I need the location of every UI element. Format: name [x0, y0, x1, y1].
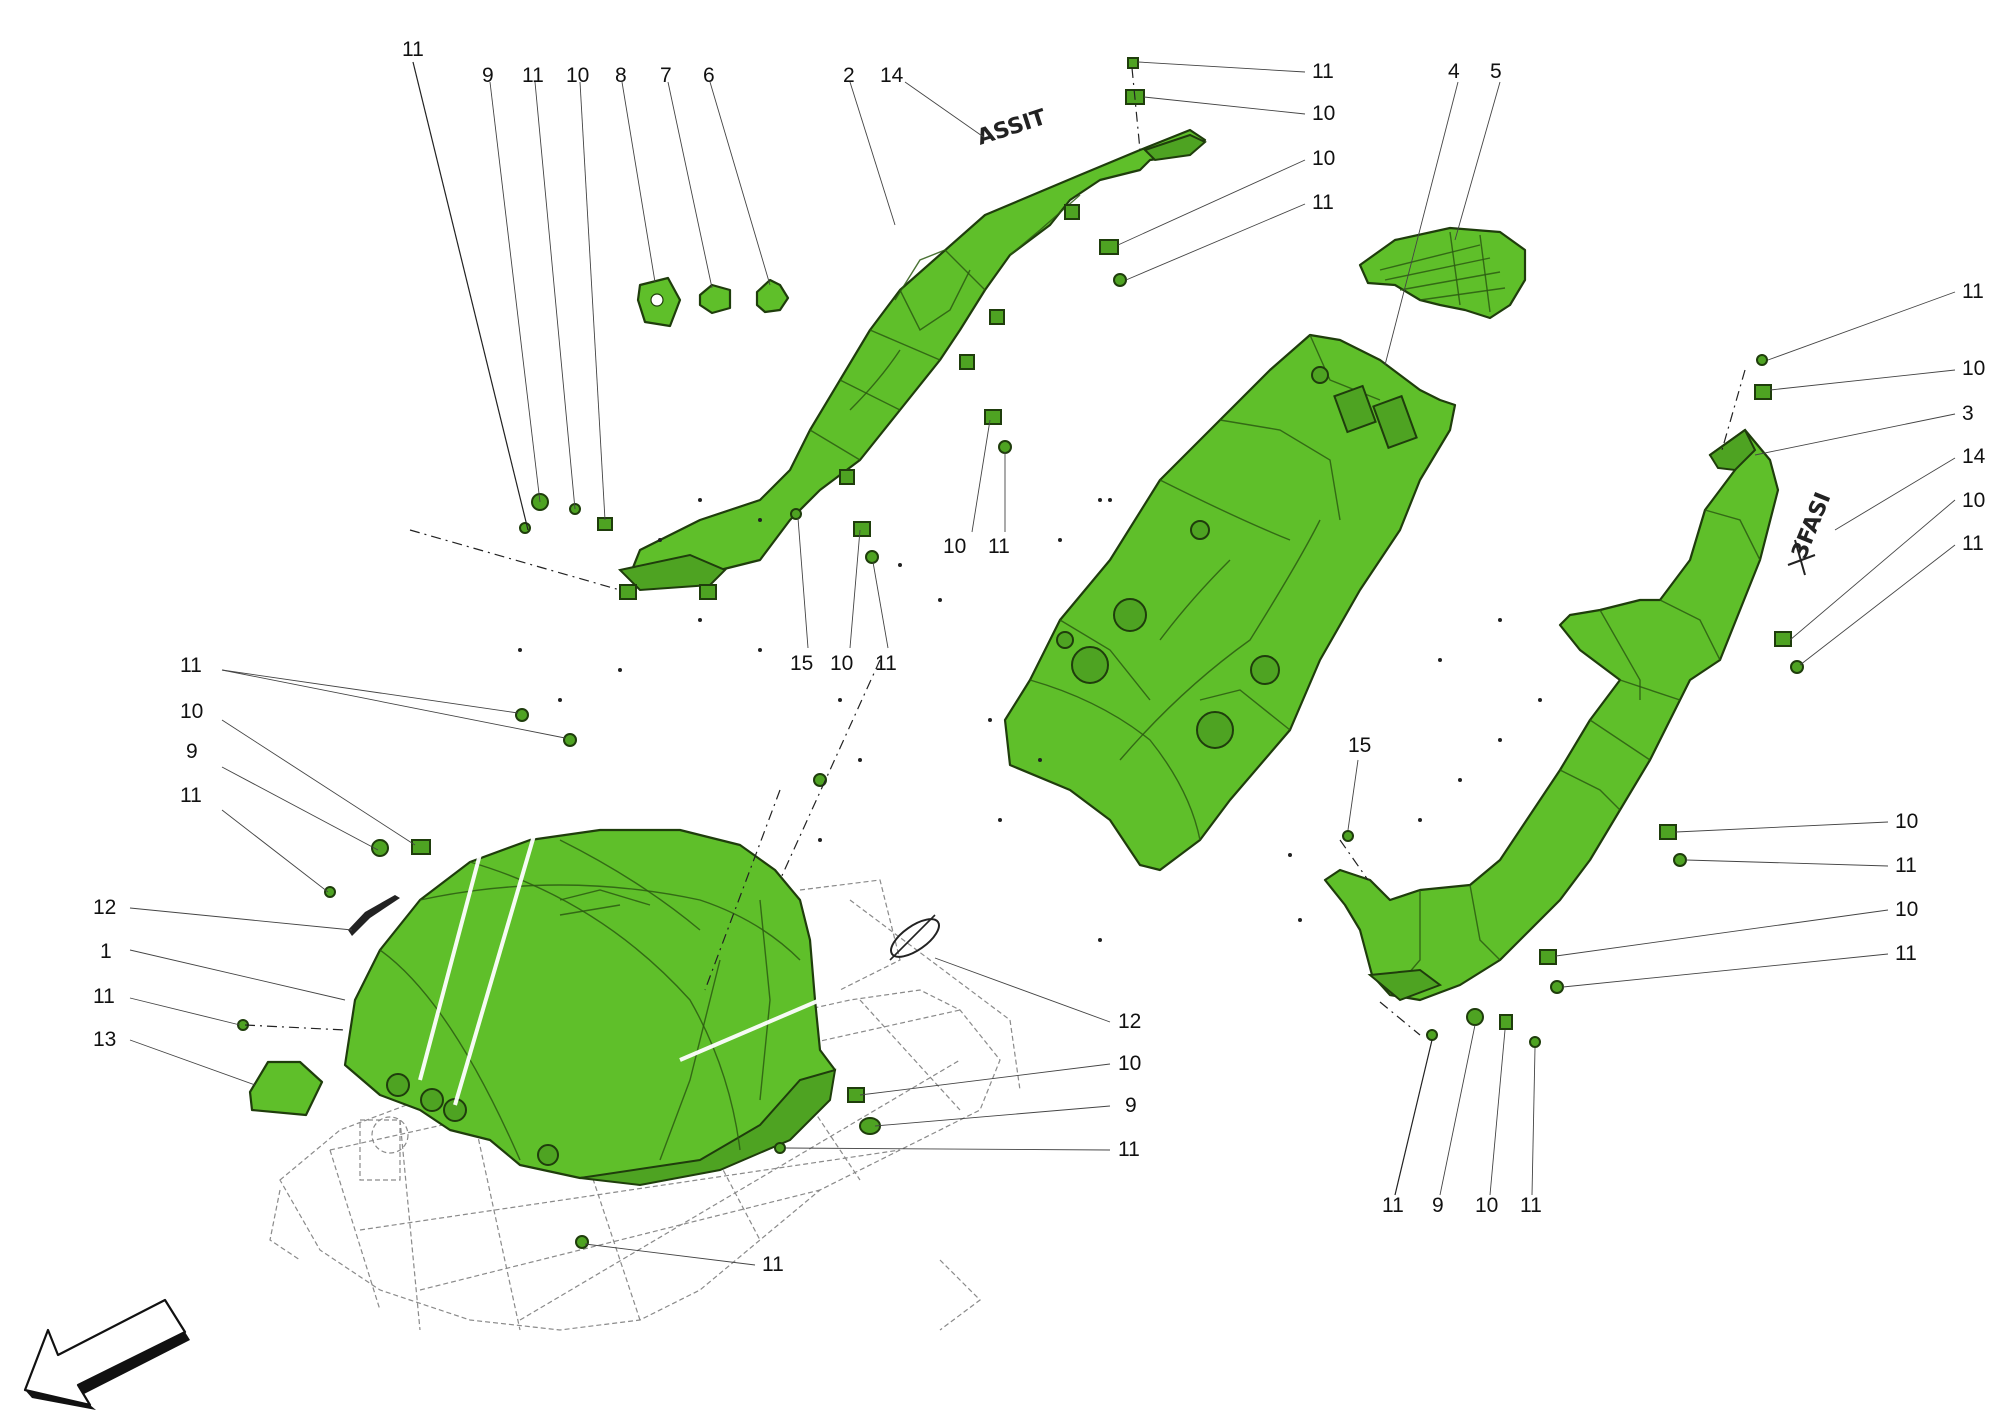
- part-12-logo-icon: [890, 918, 940, 958]
- callout-label: 11: [1118, 1138, 1140, 1161]
- part-2-left-fairing: [617, 128, 1207, 600]
- callout-label: 10: [943, 535, 966, 558]
- callout-label: 10: [1312, 147, 1335, 170]
- callout-label: 10: [1895, 898, 1918, 921]
- callout-numbers: 11 9 11 10 8 7 6 2 14 11 10 10 11 4 5 11…: [93, 38, 1986, 1276]
- callout-label: 10: [1962, 357, 1985, 380]
- callout-label: 9: [1125, 1094, 1137, 1117]
- callout-label: 10: [180, 700, 203, 723]
- callout-label: 4: [1448, 60, 1460, 83]
- callout-label: 10: [1895, 810, 1918, 833]
- callout-label: 9: [482, 64, 494, 87]
- callout-label: 15: [1348, 734, 1371, 757]
- part-7-nut: [698, 283, 732, 315]
- callout-label: 10: [1475, 1194, 1498, 1217]
- part-13-panel: [248, 1060, 324, 1117]
- callout-label: 12: [93, 896, 116, 919]
- part-3-right-fairing: [1323, 428, 1780, 1002]
- callout-label: 13: [93, 1028, 116, 1051]
- callout-label: 11: [1312, 60, 1334, 83]
- callout-label: 10: [1312, 102, 1335, 125]
- part-1-tank-cover: [343, 739, 837, 1187]
- leader-lines: [129, 61, 1956, 1266]
- callout-label: 11: [1520, 1194, 1542, 1217]
- callout-label: 3: [1962, 402, 1974, 425]
- callout-label: 11: [1312, 191, 1334, 214]
- part-12-strip: [348, 895, 400, 936]
- emblem-left-badge: ASSIT: [974, 105, 1049, 151]
- callout-label: 11: [762, 1253, 784, 1276]
- callout-label: 5: [1490, 60, 1502, 83]
- callout-label: 11: [1895, 942, 1917, 965]
- callout-label: 6: [703, 64, 715, 87]
- direction-arrow-icon: [23, 1298, 190, 1410]
- callout-label: 15: [790, 652, 813, 675]
- callout-label: 11: [402, 38, 424, 61]
- callout-label: 14: [1962, 445, 1986, 468]
- callout-label: 9: [1432, 1194, 1444, 1217]
- callout-label: 10: [830, 652, 853, 675]
- callout-label: 9: [186, 740, 198, 763]
- callout-label: 11: [988, 535, 1010, 558]
- callout-label: 10: [1118, 1052, 1141, 1075]
- part-6-grommet: [755, 278, 790, 314]
- callout-label: 11: [180, 654, 202, 677]
- part-4-undertray: [1003, 333, 1457, 872]
- part-5-grille: [1358, 226, 1527, 320]
- callout-label: 7: [660, 64, 672, 87]
- callout-label: 11: [875, 652, 897, 675]
- callout-label: 11: [93, 985, 115, 1008]
- callout-label: 10: [566, 64, 589, 87]
- callout-label: 11: [1895, 854, 1917, 877]
- trace-dots: [518, 498, 1542, 942]
- callout-label: 12: [1118, 1010, 1141, 1033]
- callout-label: 14: [880, 64, 904, 87]
- emblem-right-badge: 3FASI: [1787, 489, 1836, 562]
- callout-label: 11: [1962, 532, 1984, 555]
- callout-label: 11: [1382, 1194, 1404, 1217]
- callout-label: 1: [100, 940, 112, 963]
- callout-label: 10: [1962, 489, 1985, 512]
- callout-label: 2: [843, 64, 855, 87]
- callout-label: 8: [615, 64, 627, 87]
- callout-label: 11: [522, 64, 544, 87]
- callout-label: 11: [180, 784, 202, 807]
- callout-label: 11: [1962, 280, 1984, 303]
